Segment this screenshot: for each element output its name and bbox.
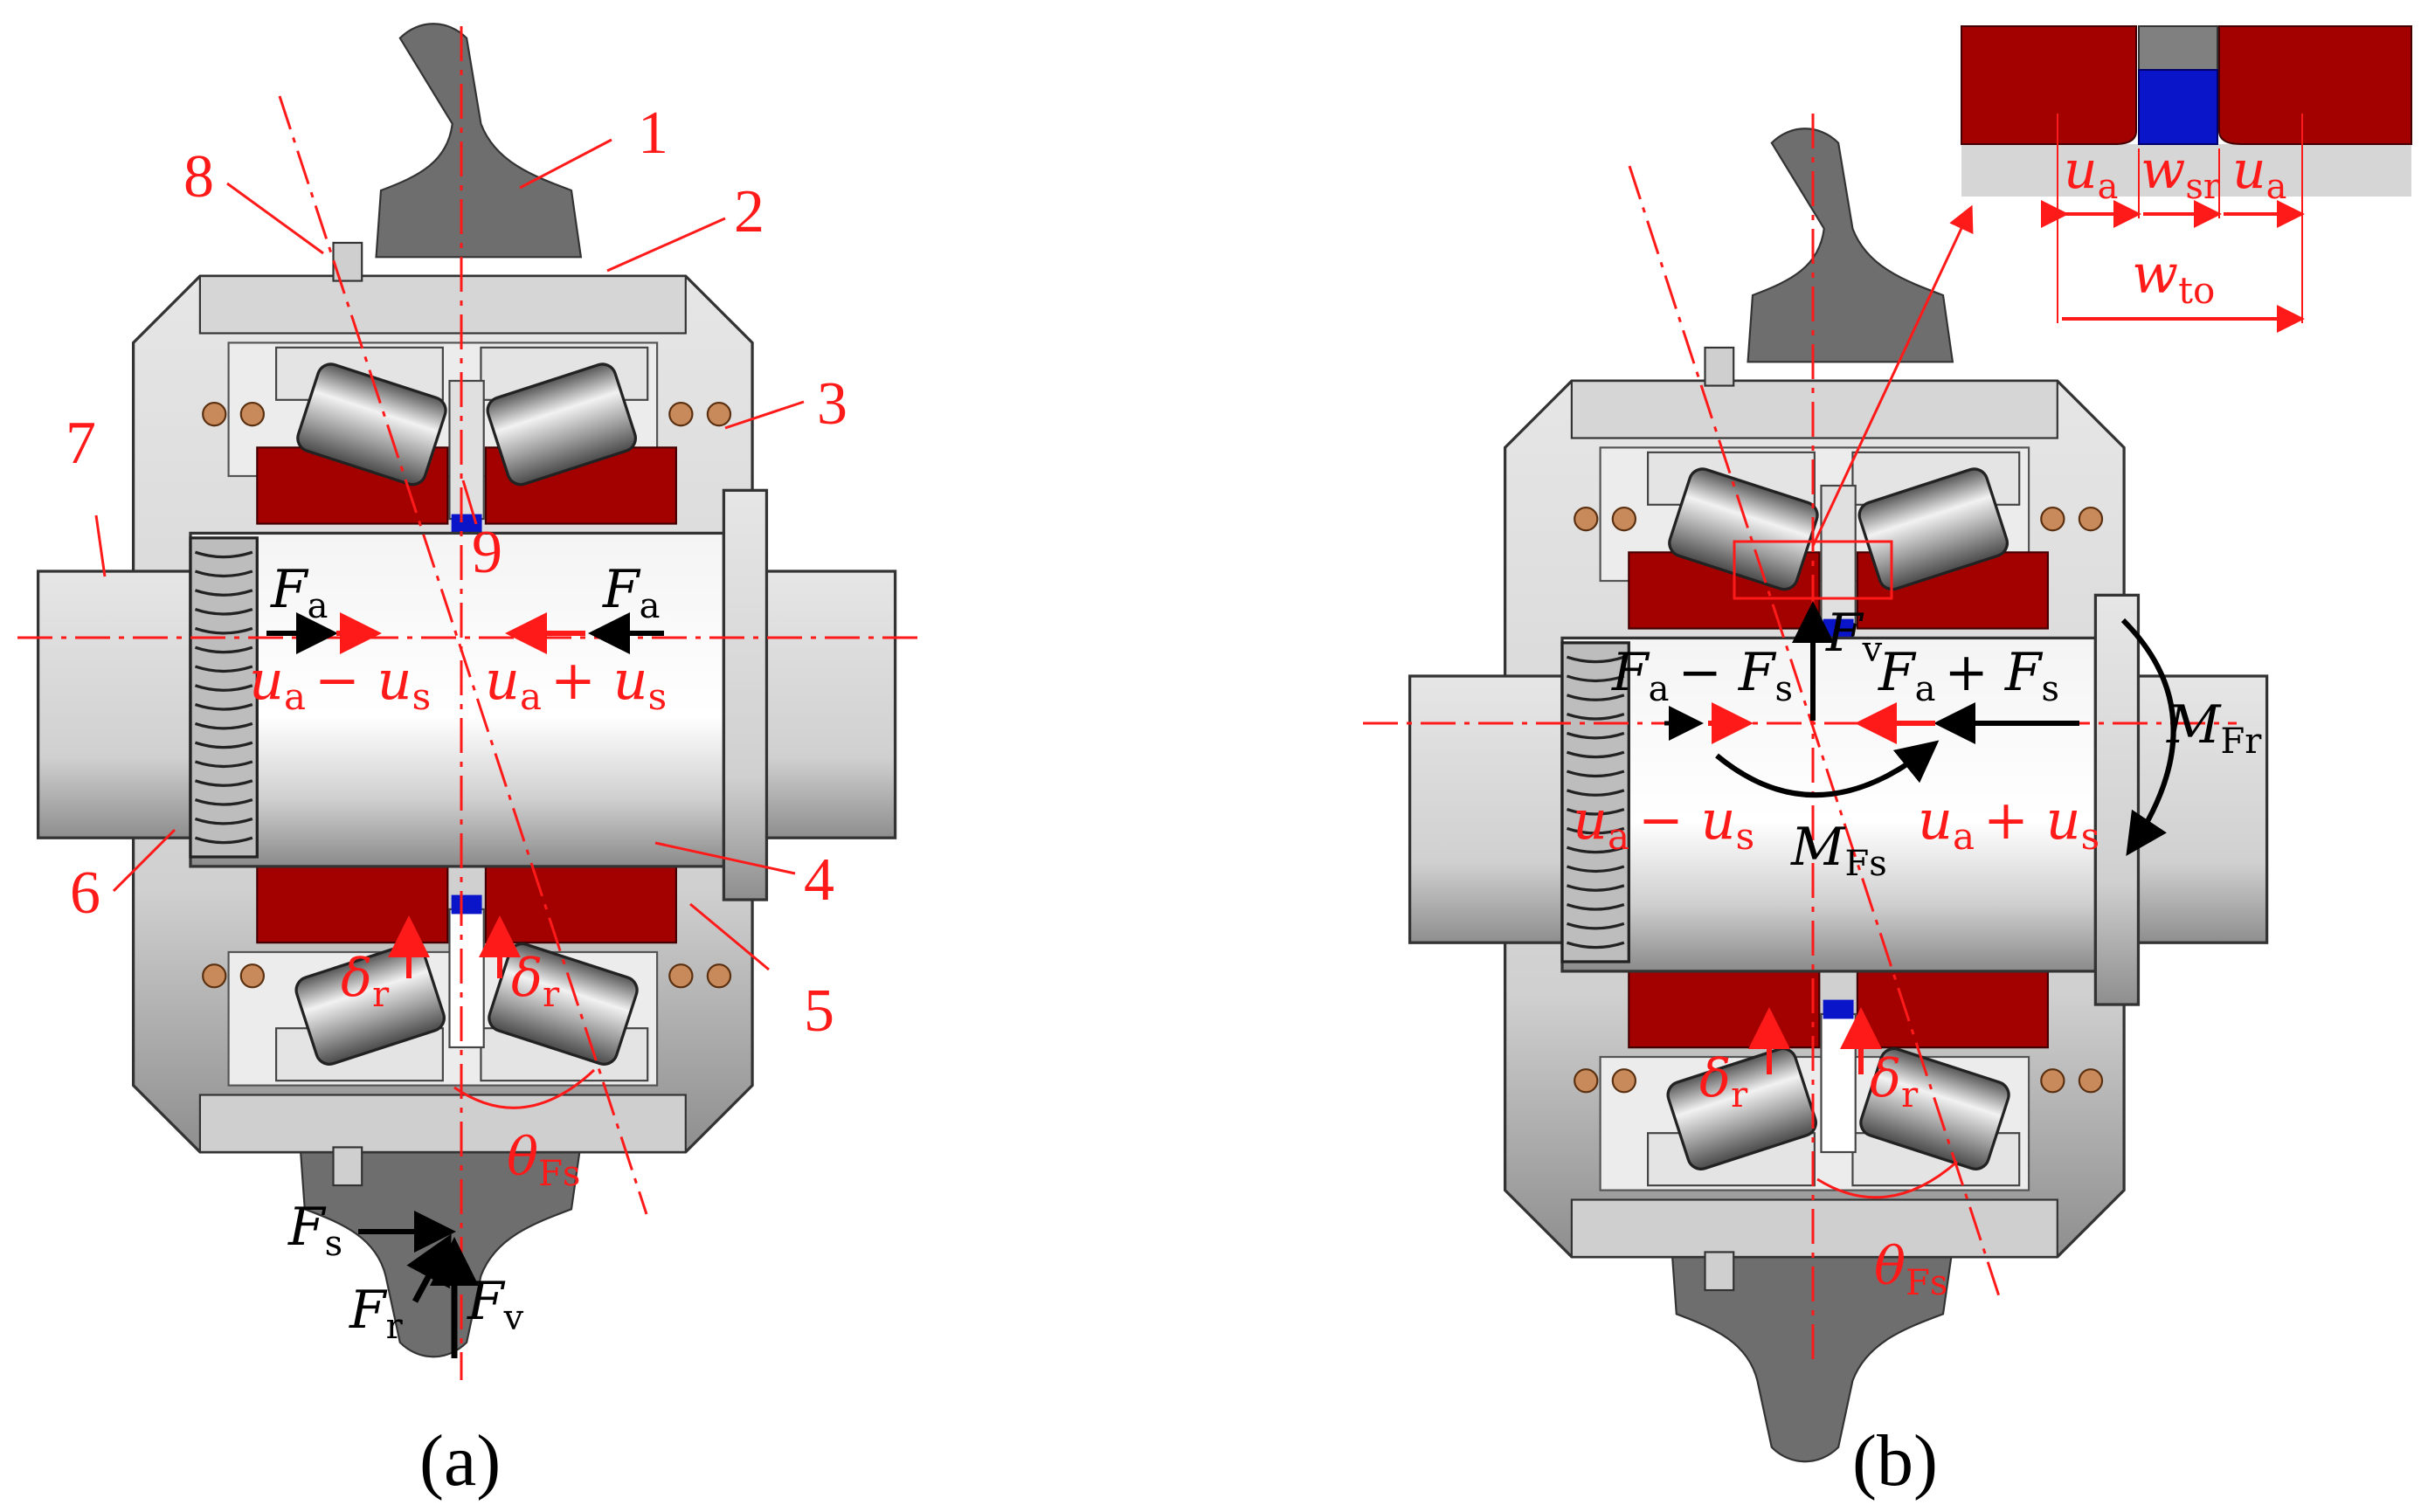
label-ua-minus-us: ua− us: [249, 648, 431, 718]
inset-ring-right: [2218, 25, 2412, 145]
label-fr: Fr: [349, 1280, 404, 1347]
part-number-8: 8: [183, 143, 214, 211]
part-number-7: 7: [66, 410, 96, 477]
inset-ring-left: [1961, 25, 2137, 145]
label-b-theta-fs: θFs: [1874, 1236, 1947, 1303]
label-b-ua-minus-us: ua− us: [1573, 788, 1754, 858]
inset-detail: ua wsr ua wto: [1961, 22, 2412, 333]
caption-a: (a): [419, 1420, 501, 1502]
label-fa-plus-fs: Fa+ Fs: [1878, 642, 2059, 709]
part-number-2: 2: [734, 178, 764, 245]
inset-seal: [2138, 69, 2218, 145]
label-fa-left: Fa: [270, 559, 329, 626]
label-b-dr-left: δr: [1699, 1048, 1748, 1115]
inset-label-ua-right: ua: [2232, 140, 2287, 207]
label-fv: Fv: [467, 1271, 524, 1338]
caption-b: (b): [1852, 1420, 1938, 1502]
inset-label-ua-left: ua: [2064, 140, 2119, 207]
label-fa-right: Fa: [602, 559, 661, 626]
label-theta-fs: θFs: [507, 1127, 580, 1194]
part-number-1: 1: [638, 100, 668, 167]
part-number-5: 5: [804, 977, 834, 1045]
label-b-ua-plus-us: ua+ us: [1918, 788, 2099, 858]
label-dr-right: δr: [511, 948, 560, 1015]
label-b-fv: Fv: [1825, 603, 1883, 670]
part-number-3: 3: [817, 370, 847, 438]
label-dr-left: δr: [341, 948, 390, 1015]
zoom-box: [1733, 540, 1893, 600]
part-number-9: 9: [472, 519, 502, 586]
panel-a: 1 2 3 4 5 6 7 8 9 Fa Fa ua− us ua+ us δr…: [17, 22, 926, 1502]
panel-b: ua wsr ua wto Fv Fa− Fs Fa+ Fs MFs MFr u…: [1363, 22, 2412, 1502]
label-b-dr-right: δr: [1870, 1048, 1919, 1115]
inset-label-wto: wto: [2132, 242, 2215, 312]
inset-spacer: [2138, 25, 2218, 71]
label-mfs: MFs: [1790, 817, 1887, 884]
label-fa-minus-fs: Fa− Fs: [1611, 642, 1793, 709]
part-number-6: 6: [70, 860, 100, 927]
label-fs: Fs: [287, 1197, 342, 1264]
label-mfr: MFr: [2166, 694, 2262, 762]
inset-label-wsr: wsr: [2141, 140, 2221, 207]
part-number-4: 4: [804, 846, 834, 914]
label-ua-plus-us: ua+ us: [485, 648, 667, 718]
